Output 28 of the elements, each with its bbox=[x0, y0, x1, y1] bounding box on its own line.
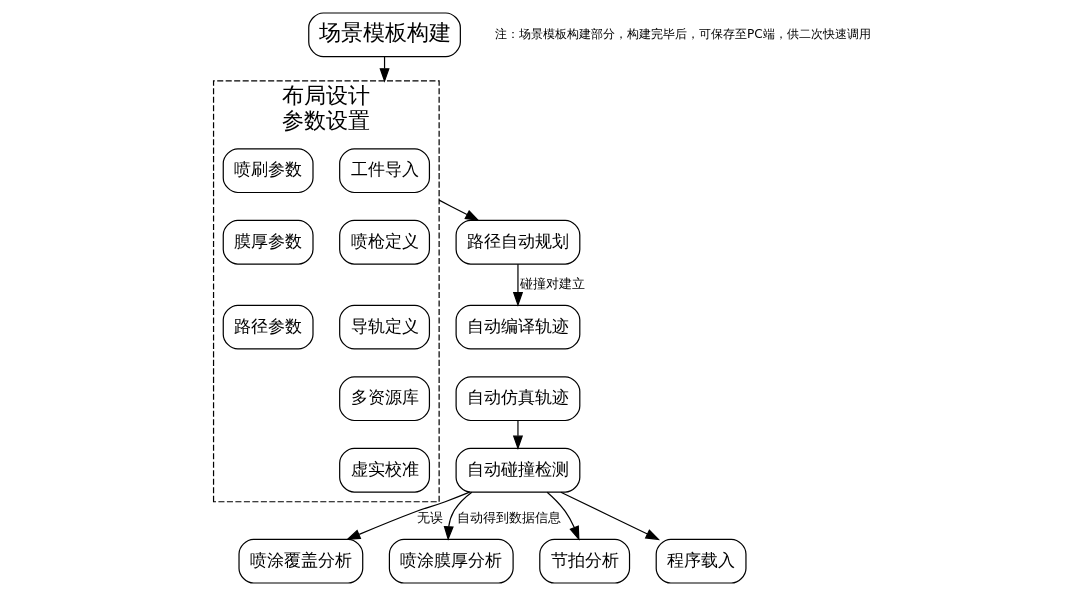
edge-label: 碰撞对建立 bbox=[520, 276, 586, 292]
node-box: 路径自动规划 bbox=[455, 219, 581, 265]
label: 注：场景模板构建部分，构建完毕后，可保存至PC端，供二次快速调用 bbox=[495, 26, 871, 41]
edge-label: 自动得到数据信息 bbox=[456, 510, 561, 526]
node-box: 喷刷参数 bbox=[222, 148, 314, 194]
arrow bbox=[560, 491, 661, 541]
arrow bbox=[443, 491, 473, 541]
arrow bbox=[438, 199, 480, 222]
node-box: 导轨定义 bbox=[339, 304, 431, 350]
arrow bbox=[512, 420, 524, 451]
node-box: 路径参数 bbox=[222, 304, 314, 350]
node-box: 多资源库 bbox=[339, 376, 431, 422]
arrow bbox=[345, 491, 471, 540]
node-box: 场景模板构建 bbox=[308, 12, 461, 58]
node-box: 自动碰撞检测 bbox=[455, 447, 581, 493]
node-box: 程序载入 bbox=[655, 538, 747, 584]
node-box: 节拍分析 bbox=[539, 538, 631, 584]
arrow bbox=[546, 491, 580, 541]
node-box: 自动编译轨迹 bbox=[455, 304, 581, 350]
node-box: 膜厚参数 bbox=[222, 219, 314, 265]
arrow bbox=[512, 263, 524, 307]
node-box: 喷涂覆盖分析 bbox=[238, 538, 364, 584]
node-box: 自动仿真轨迹 bbox=[455, 376, 581, 422]
node-box: 喷涂膜厚分析 bbox=[388, 538, 514, 584]
node-box: 喷枪定义 bbox=[339, 219, 431, 265]
edge-label: 无误 bbox=[417, 510, 444, 526]
node-box: 工件导入 bbox=[339, 148, 431, 194]
node-box: 虚实校准 bbox=[339, 447, 431, 493]
